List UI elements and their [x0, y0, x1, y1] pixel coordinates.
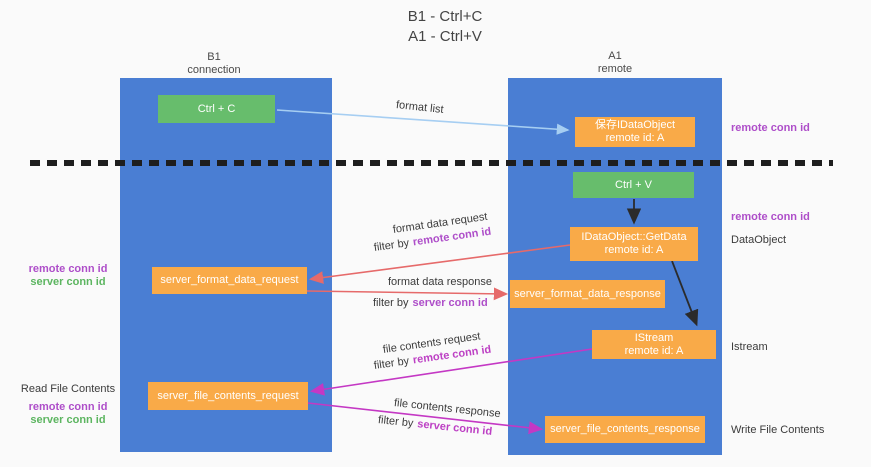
- column-b1-name: B1: [207, 51, 221, 63]
- label-left-server-conn-id-1: server conn id: [30, 276, 106, 288]
- label-block-format-conn-ids: remote conn id server conn id: [18, 263, 118, 289]
- label-istream: Istream: [731, 341, 768, 353]
- filter-by-prefix: filter by: [373, 237, 410, 254]
- node-ctrl-c-label: Ctrl + C: [197, 102, 236, 115]
- node-server-file-contents-response: server_file_contents_response: [545, 416, 705, 443]
- node-istream-line2: remote id: A: [624, 344, 684, 357]
- label-write-file-contents: Write File Contents: [731, 424, 825, 436]
- node-ctrl-v-label: Ctrl + V: [615, 178, 652, 191]
- node-save-idataobject: 保存IDataObject remote id: A: [575, 117, 695, 147]
- node-getdata-line2: remote id: A: [604, 244, 664, 256]
- label-dataobject: DataObject: [731, 234, 787, 246]
- node-file-response-label: server_file_contents_response: [550, 423, 700, 435]
- label-read-file-contents: Read File Contents: [20, 383, 116, 395]
- node-format-response-label: server_format_data_response: [514, 287, 661, 300]
- label-left-remote-conn-id-2: remote conn id: [28, 401, 108, 413]
- filter-by-server-conn-id: server conn id: [416, 418, 493, 438]
- title-line-1: B1 - Ctrl+C: [407, 8, 483, 25]
- node-format-request-label: server_format_data_request: [160, 274, 299, 286]
- filter-by-prefix: filter by: [377, 414, 414, 430]
- node-save-line1: 保存IDataObject: [594, 119, 676, 131]
- column-header-a1: A1 remote: [508, 50, 722, 76]
- arrow-label-format-list: format list: [395, 99, 445, 116]
- column-a1-subtitle: remote: [597, 63, 633, 75]
- node-file-request-label: server_file_contents_request: [157, 389, 299, 402]
- node-istream-line1: IStream: [634, 331, 674, 344]
- filter-by-prefix: filter by: [373, 355, 410, 372]
- filter-by-prefix: filter by: [373, 297, 409, 309]
- label-left-remote-conn-id-1: remote conn id: [28, 263, 108, 275]
- diagram-title: B1 - Ctrl+C A1 - Ctrl+V: [335, 7, 555, 47]
- arrow-label-format-data-response: format data response: [388, 276, 492, 288]
- label-remote-conn-id-top: remote conn id: [731, 122, 810, 134]
- node-server-format-data-request: server_format_data_request: [152, 267, 307, 294]
- node-ctrl-v: Ctrl + V: [573, 172, 694, 198]
- column-a1-name: A1: [608, 50, 622, 62]
- format-response-arrow: [306, 287, 509, 301]
- label-left-server-conn-id-2: server conn id: [30, 414, 106, 426]
- column-header-b1: B1 connection: [108, 51, 320, 77]
- node-server-format-data-response: server_format_data_response: [510, 280, 665, 308]
- node-save-line2: remote id: A: [605, 132, 665, 144]
- node-ctrl-c: Ctrl + C: [158, 95, 275, 123]
- node-istream: IStream remote id: A: [592, 330, 716, 359]
- filter-by-server-conn-id: server conn id: [412, 297, 488, 309]
- title-line-2: A1 - Ctrl+V: [408, 28, 482, 45]
- column-b1-subtitle: connection: [187, 64, 241, 76]
- label-remote-conn-id-mid: remote conn id: [731, 211, 810, 223]
- node-idataobject-getdata: IDataObject::GetData remote id: A: [570, 227, 698, 261]
- node-getdata-line1: IDataObject::GetData: [581, 231, 687, 243]
- node-server-file-contents-request: server_file_contents_request: [148, 382, 308, 410]
- label-block-file-conn-ids: Read File Contents remote conn id server…: [14, 383, 122, 427]
